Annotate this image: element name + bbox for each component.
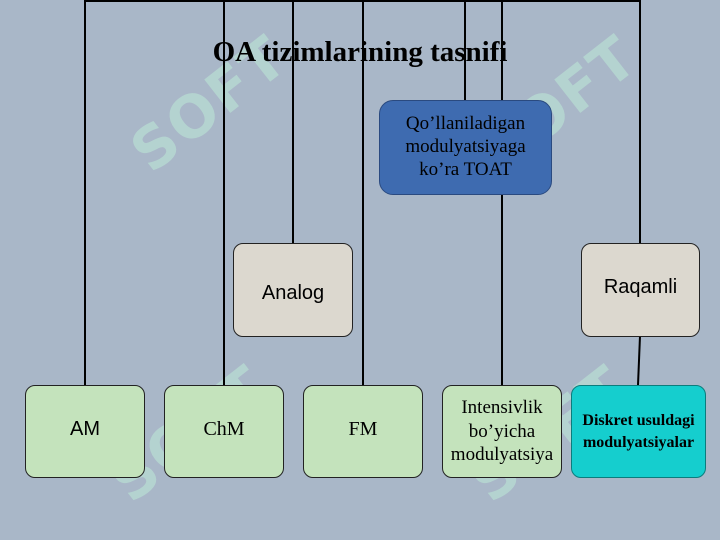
node-raqamli-label: Raqamli [603, 276, 678, 298]
node-raqamli: Raqamli [581, 243, 700, 337]
node-fm-label: FM [348, 418, 378, 440]
page-title: OA tizimlarining tasnifi [212, 36, 508, 68]
node-diskret: Diskret usuldagi modulyatsiyalar [571, 385, 706, 478]
node-fm: FM [303, 385, 423, 478]
node-toat: Qo’llaniladigan modulyatsiyaga ko’ra TOA… [379, 100, 552, 195]
node-am: AM [25, 385, 145, 478]
node-am-label: AM [70, 418, 100, 440]
node-toat-label: Qo’llaniladigan modulyatsiyaga ko’ra TOA… [405, 113, 526, 180]
connector-diskret [637, 335, 641, 386]
node-chm-label: ChM [203, 418, 245, 440]
node-diskret-label: Diskret usuldagi modulyatsiyalar [582, 411, 695, 451]
node-analog: Analog [233, 243, 353, 337]
node-chm: ChM [164, 385, 284, 478]
node-intensivlik-label: Intensivlik bo’yicha modulyatsiya [450, 396, 554, 466]
node-analog-label: Analog [261, 281, 325, 304]
node-intensivlik: Intensivlik bo’yicha modulyatsiya [442, 385, 562, 478]
